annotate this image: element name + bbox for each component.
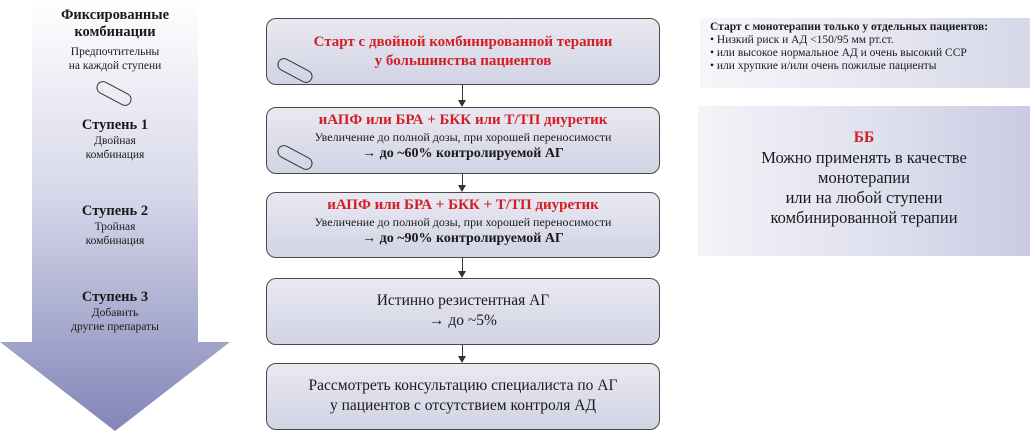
step-3-line1: Добавить [91, 307, 139, 319]
flow-box-step1: иАПФ или БРА + БКК или Т/ТП диуретик Уве… [266, 107, 660, 174]
flow-box-specialist: Рассмотреть консультацию специалиста по … [266, 363, 660, 430]
step-3-title: Ступень 3 [81, 289, 149, 305]
left-title-line1: Фиксированные [60, 7, 170, 23]
flow-box-step2-result: → до ~90% контролируемой АГ [362, 231, 564, 246]
monotherapy-heading: Старт с монотерапии только у отдельных п… [710, 21, 989, 33]
flow-box-specialist-line2: у пациентов с отсутствием контроля АД [329, 397, 597, 414]
bb-line: Можно применять в качестве [761, 148, 967, 167]
step-3: Ступень 3 Добавить другие препараты [0, 289, 230, 334]
flow-box-resistant: Истинно резистентная АГ → до ~5% [266, 278, 660, 345]
step-1-title: Ступень 1 [81, 117, 149, 133]
connector-line [462, 345, 463, 357]
flow-box-start: Старт с двойной комбинированной терапии … [266, 18, 660, 85]
monotherapy-item: • Низкий риск и АД <150/95 мм рт.ст. [710, 34, 894, 46]
left-subtitle-line2: на каждой ступени [68, 60, 162, 72]
step-1-line2: комбинация [85, 149, 145, 161]
left-subtitle: Предпочтительны на каждой ступени [0, 45, 230, 73]
flow-box-start-line1: Старт с двойной комбинированной терапии [313, 34, 613, 50]
left-title: Фиксированные комбинации [0, 7, 230, 41]
left-subtitle-line1: Предпочтительны [70, 46, 160, 58]
flow-box-specialist-line1: Рассмотреть консультацию специалиста по … [308, 377, 618, 394]
connector-arrowhead [458, 100, 466, 107]
flow-box-start-line2: у большинства пациентов [374, 53, 552, 69]
connector-line [462, 85, 463, 101]
left-title-line2: комбинации [74, 24, 156, 40]
step-2: Ступень 2 Тройная комбинация [0, 203, 230, 248]
monotherapy-item: • или высокое нормальное АД и очень высо… [710, 47, 967, 59]
flow-box-step2: иАПФ или БРА + БКК + Т/ТП диуретик Увели… [266, 192, 660, 258]
bb-line: комбинированной терапии [770, 208, 958, 227]
step-2-title: Ступень 2 [81, 203, 149, 219]
step-2-line1: Тройная [94, 221, 136, 233]
bb-title: ББ [853, 129, 875, 146]
flow-box-step1-title: иАПФ или БРА + БКК или Т/ТП диуретик [318, 112, 608, 128]
bb-note: ББ Можно применять в качестве монотерапи… [698, 106, 1030, 256]
flow-box-resistant-line1: Истинно резистентная АГ [376, 292, 550, 309]
flow-box-step1-note: Увеличение до полной дозы, при хорошей п… [314, 130, 612, 144]
flow-box-step1-result: → до ~60% контролируемой АГ [362, 146, 564, 161]
step-1: Ступень 1 Двойная комбинация [0, 117, 230, 162]
step-2-line2: комбинация [85, 235, 145, 247]
connector-arrowhead [458, 356, 466, 363]
connector-arrowhead [458, 271, 466, 278]
flow-box-resistant-line2: → до ~5% [429, 312, 497, 329]
bb-line: монотерапии [818, 168, 910, 187]
step-3-line2: другие препараты [71, 321, 159, 333]
bb-line: или на любой ступени [785, 188, 943, 207]
connector-arrowhead [458, 185, 466, 192]
step-1-line1: Двойная [94, 135, 136, 147]
connector-line [462, 258, 463, 272]
monotherapy-item: • или хрупкие и/или очень пожилые пациен… [710, 60, 937, 72]
downward-arrow [0, 0, 230, 431]
monotherapy-note: Старт с монотерапии только у отдельных п… [700, 18, 1030, 88]
flow-box-step2-note: Увеличение до полной дозы, при хорошей п… [314, 215, 612, 229]
connector-line [462, 174, 463, 186]
flow-box-step2-title: иАПФ или БРА + БКК + Т/ТП диуретик [327, 197, 599, 213]
